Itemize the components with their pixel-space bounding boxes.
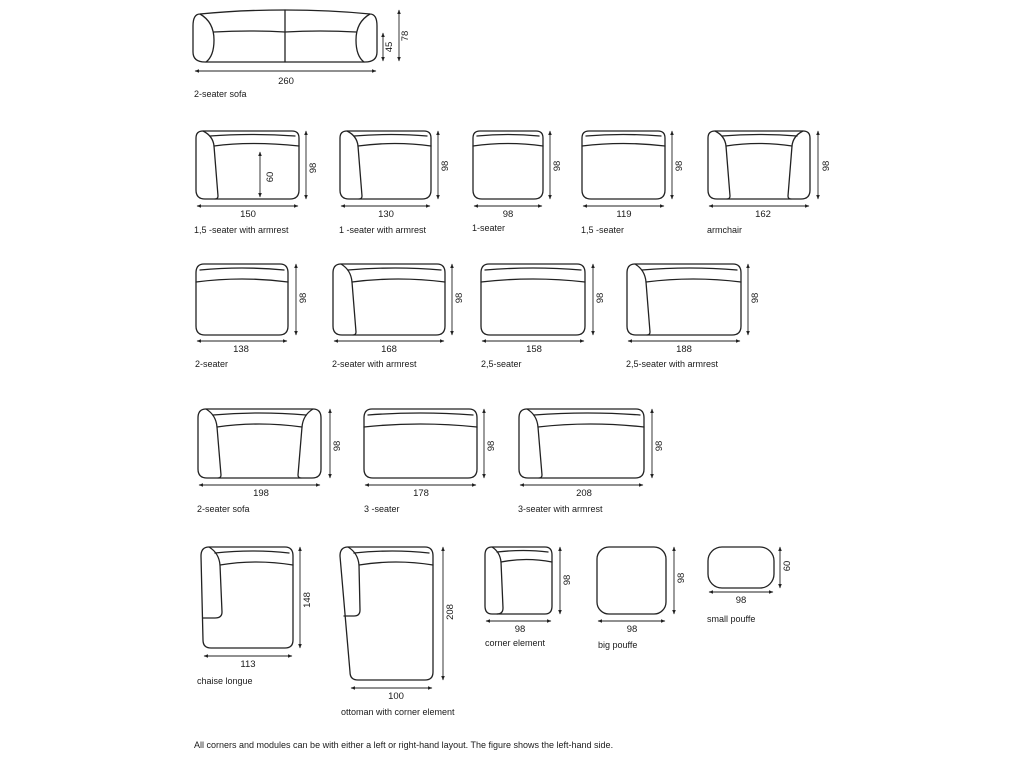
dim-label-depth: 60	[782, 561, 793, 572]
module-caption: armchair	[707, 225, 742, 235]
sofa-outline	[192, 9, 378, 63]
module-2-5-seater: 158 98 2,5-seater	[480, 263, 606, 369]
module-2-seater: 138 98 2-seater	[195, 263, 309, 369]
module-caption: big pouffe	[598, 640, 637, 650]
dim-label-height: 78	[400, 31, 411, 42]
module-1-5-seater: 119 98 1,5 -seater	[581, 130, 685, 235]
dim-label-depth: 98	[676, 573, 687, 584]
module-caption: 3-seater with armrest	[518, 504, 603, 514]
dim-label-depth: 98	[674, 161, 685, 172]
module-caption: 1 -seater with armrest	[339, 225, 427, 235]
module-corner-element: 98 98 corner element	[484, 546, 573, 648]
module-caption: 1,5 -seater with armrest	[194, 225, 289, 235]
dim-label-depth: 98	[454, 293, 465, 304]
module-caption: small pouffe	[707, 614, 755, 624]
dim-label-width: 198	[253, 488, 269, 499]
dim-label-seat-depth: 60	[265, 172, 276, 183]
dim-label-width: 178	[413, 488, 429, 499]
dim-label-depth: 98	[562, 575, 573, 586]
dim-label-depth: 98	[595, 293, 606, 304]
dim-label-width: 98	[503, 209, 514, 220]
module-small-pouffe: 98 60 small pouffe	[707, 546, 793, 624]
dim-label-width: 188	[676, 344, 692, 355]
module-caption: 2-seater with armrest	[332, 359, 417, 369]
dim-label-width: 158	[526, 344, 542, 355]
module-2-5-seater-with-armrest: 188 98 2,5-seater with armrest	[626, 263, 761, 369]
dim-label-depth: 208	[445, 604, 456, 620]
module-3-seater: 178 98 3 -seater	[363, 408, 497, 514]
dim-label-depth: 98	[821, 161, 832, 172]
dim-label-depth: 98	[750, 293, 761, 304]
dim-label-depth: 98	[440, 161, 451, 172]
dim-label-depth: 98	[486, 441, 497, 452]
dim-label-width: 98	[515, 624, 526, 635]
module-caption: 1-seater	[472, 223, 505, 233]
module-1-seater-with-armrest: 130 98 1 -seater with armrest	[339, 130, 451, 235]
dim-label-width: 162	[755, 209, 771, 220]
dim-label-width: 100	[388, 691, 404, 702]
dim-label-width: 119	[616, 209, 631, 220]
module-caption: 2,5-seater	[481, 359, 522, 369]
module-2-seater-sofa-260: 260 45 78 2-seater sofa	[192, 9, 411, 99]
module-armchair: 162 98 armchair	[707, 130, 832, 235]
dim-label-depth: 98	[332, 441, 343, 452]
module-caption: 1,5 -seater	[581, 225, 624, 235]
dim-label-depth: 148	[302, 592, 313, 608]
dim-label-width: 113	[240, 659, 255, 670]
dim-label-width: 138	[233, 344, 249, 355]
dim-label-seat-height: 45	[384, 42, 395, 53]
module-1-seater: 98 98 1-seater	[472, 130, 563, 233]
module-caption: 2,5-seater with armrest	[626, 359, 719, 369]
dim-label-width: 150	[240, 209, 256, 220]
dim-label-width: 98	[627, 624, 638, 635]
dim-label-depth: 98	[552, 161, 563, 172]
dim-label-width: 260	[278, 76, 294, 87]
dim-label-width: 168	[381, 344, 397, 355]
module-2-seater-with-armrest: 168 98 2-seater with armrest	[332, 263, 465, 369]
module-caption: 3 -seater	[364, 504, 400, 514]
module-ottoman-with-corner-element: 100 208 ottoman with corner element	[339, 546, 456, 717]
dim-label-width: 208	[576, 488, 592, 499]
module-3-seater-with-armrest: 208 98 3-seater with armrest	[518, 408, 665, 514]
module-chaise-longue: 113 148 chaise longue	[197, 546, 313, 686]
module-caption: 2-seater sofa	[194, 89, 247, 99]
module-caption: corner element	[485, 638, 546, 648]
footnote: All corners and modules can be with eith…	[194, 740, 614, 750]
module-caption: 2-seater sofa	[197, 504, 250, 514]
module-1-5-seater-with-armrest: 60 150 98 1,5 -seater with armrest	[194, 130, 319, 235]
dim-label-depth: 98	[654, 441, 665, 452]
module-caption: ottoman with corner element	[341, 707, 455, 717]
dim-label-depth: 98	[298, 293, 309, 304]
module-2-seater-sofa-198: 198 98 2-seater sofa	[197, 408, 343, 514]
dim-label-width: 98	[736, 595, 747, 606]
module-caption: chaise longue	[197, 676, 253, 686]
module-caption: 2-seater	[195, 359, 228, 369]
dim-label-depth: 98	[308, 163, 319, 174]
dim-label-width: 130	[378, 209, 394, 220]
module-big-pouffe: 98 98 big pouffe	[596, 546, 687, 650]
